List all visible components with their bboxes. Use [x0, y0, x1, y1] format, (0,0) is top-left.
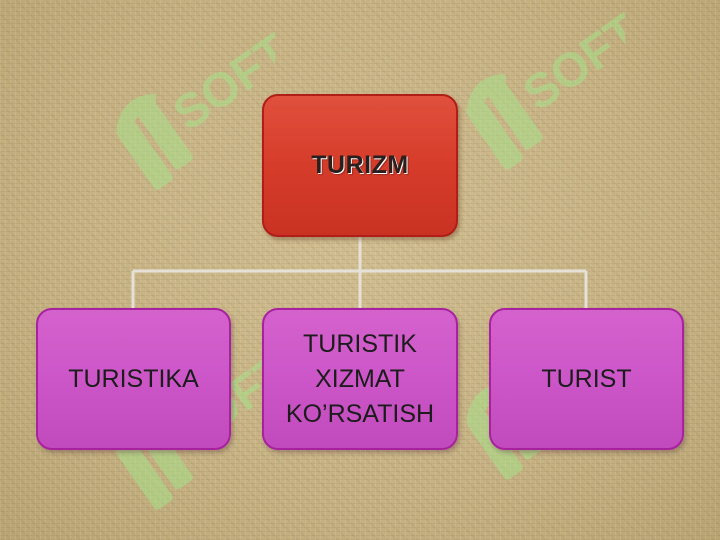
watermark-logo: SOFT [116, 24, 275, 190]
child-node-line: TURISTIKA [68, 364, 199, 393]
child-node-turist: TURIST [489, 308, 684, 450]
child-node-turistika: TURISTIKA [36, 308, 231, 450]
child-node-line: TURISTIK [303, 329, 417, 358]
watermark-logo: SOFT [466, 4, 625, 170]
child-node-label: TURISTIKA [68, 362, 199, 397]
child-node-turistik-xizmat: TURISTIK XIZMAT KO’RSATISH [262, 308, 458, 450]
child-node-line: TURIST [541, 364, 632, 393]
child-node-label: TURIST [541, 362, 631, 397]
root-node-label: TURIZM [311, 151, 409, 179]
child-node-line: XIZMAT [315, 364, 405, 393]
root-node-turizm: TURIZM [262, 94, 458, 237]
child-node-label: TURISTIK XIZMAT KO’RSATISH [286, 327, 434, 432]
child-node-line: KO’RSATISH [285, 399, 435, 428]
